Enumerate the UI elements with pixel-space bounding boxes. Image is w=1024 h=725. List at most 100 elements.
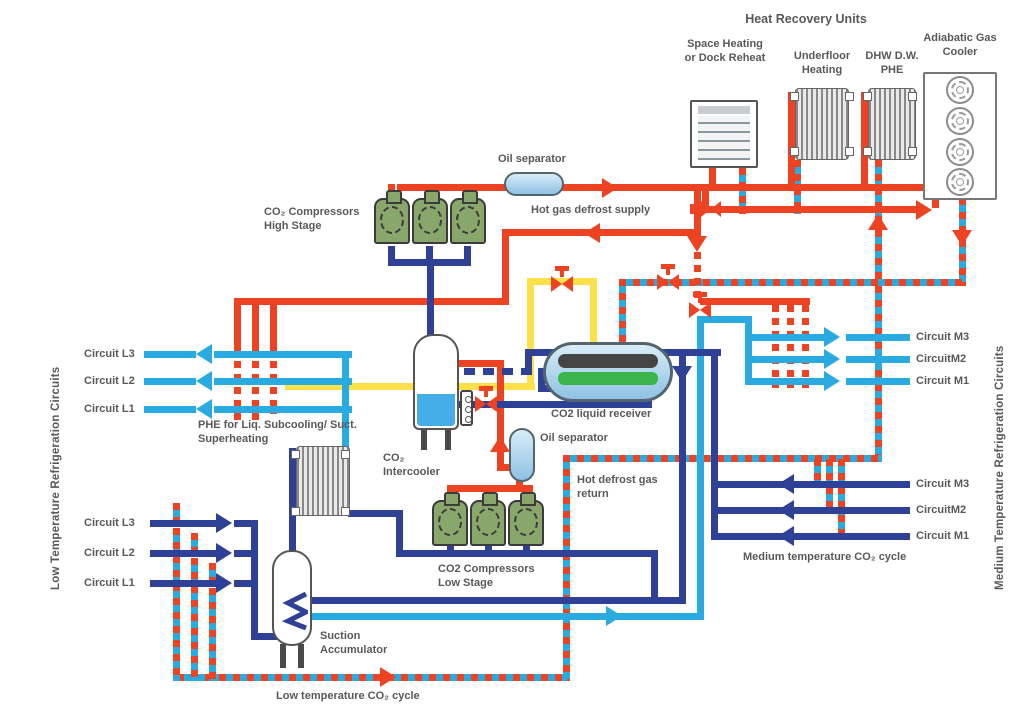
pipe-mt-supply-manifold: [745, 316, 752, 385]
pipe-ls-suction-stub: [447, 541, 454, 553]
coil-port: [790, 147, 799, 156]
flow-arrow: [380, 667, 396, 687]
label-lt-side: Low Temperature Refrigeration Circuits: [50, 366, 62, 590]
pipe-os2-link: [516, 476, 523, 488]
pipe-defrost-supply: [502, 229, 701, 236]
coil-port: [863, 147, 872, 156]
label-ls-compressors: CO2 Compressors Low Stage: [438, 563, 535, 589]
pipe-lt-return-l3: [150, 520, 218, 527]
label-mt-cycle: Medium temperature CO₂ cycle: [743, 551, 907, 563]
pipe-lt-return-l2: [234, 550, 258, 557]
ls-compressor-2: [470, 492, 506, 546]
co2-liquid-receiver: [543, 342, 673, 402]
pipe-lt-defrost-stub: [173, 503, 180, 522]
pipe-lt-return-l1: [234, 580, 258, 587]
coil-port: [341, 450, 350, 459]
flow-arrow: [216, 573, 232, 593]
pipe-intercooler-feed: [455, 401, 652, 408]
flow-arrow: [868, 214, 888, 230]
flow-arrow: [196, 344, 212, 364]
flow-arrow: [824, 327, 840, 347]
pipe-ls-suction-riser: [651, 550, 658, 603]
pipe-bypass: [285, 383, 535, 390]
pipe-lt-return-manifold: [251, 633, 277, 640]
pipe-mt-supply-feed: [700, 316, 752, 323]
pipe-defrost-drop-dashed: [694, 252, 701, 300]
valve-icon: [551, 266, 573, 292]
pipe-hs-suction: [427, 259, 434, 343]
flow-arrow: [606, 606, 622, 626]
label-circuit-m3: Circuit M3: [916, 478, 970, 490]
label-space-heating: Space Heating or Dock Reheat: [684, 38, 766, 64]
pipe-ls-suction-header: [397, 550, 658, 557]
flow-arrow: [824, 349, 840, 369]
pipe-lt-return-manifold: [251, 520, 258, 640]
vessel-leg: [298, 644, 304, 668]
suction-accumulator-vessel: [272, 550, 312, 646]
fan-icon: [946, 138, 974, 166]
flow-arrow: [778, 526, 794, 546]
pipe-heat-recovery-manifold: [700, 206, 920, 213]
pipe-underfloor-riser: [788, 92, 795, 191]
pipe-dhw-riser: [861, 92, 868, 191]
space-heating-unit: [690, 100, 758, 168]
coil-port: [845, 147, 854, 156]
pipe-lt-defrost-col: [209, 588, 216, 681]
vessel-leg: [445, 430, 451, 450]
pipe-defrost-stub: [838, 459, 845, 537]
label-circuit-l2: Circuit L2: [84, 375, 135, 387]
pipe-mt-defrost-feed: [700, 298, 810, 305]
coil-port: [291, 450, 300, 459]
underfloor-heating-coil: [795, 88, 849, 160]
flow-arrow: [216, 543, 232, 563]
pipe-lt-supply-l3: [144, 351, 196, 358]
label-mt-side: Medium Temperature Refrigeration Circuit…: [994, 345, 1006, 590]
pipe-lt-liquid-main: [305, 613, 704, 620]
label-circuit-l1: Circuit L1: [84, 577, 135, 589]
pipe-lt-defrost-stub: [191, 533, 198, 552]
pipe-os2-out: [497, 464, 515, 471]
pipe-mt-supply-m2: [846, 356, 910, 363]
pipe-hot-gas-main: [618, 184, 930, 191]
valve-icon: [475, 386, 497, 412]
coil-port: [863, 92, 872, 101]
label-underfloor: Underfloor Heating: [793, 50, 851, 76]
pipe-lt-supply-l1: [144, 406, 196, 413]
flow-arrow: [584, 223, 600, 243]
pipe-hot-defrost-return-riser: [563, 455, 570, 681]
hs-compressor-3: [450, 190, 486, 244]
co2-intercooler-vessel: [413, 334, 459, 430]
valve-icon: [657, 264, 679, 290]
pipe-defrost-stub: [814, 459, 821, 485]
pipe-defrost-return: [875, 160, 882, 462]
pipe-lt-return-l2: [150, 550, 218, 557]
level-gauge: [460, 390, 473, 426]
pipe-lt-supply-l3: [214, 351, 352, 358]
pipe-mt-return-m1: [711, 533, 910, 540]
pipe-ls-to-intercooler: [497, 363, 504, 471]
pipe-mt-supply-m1: [846, 378, 910, 385]
pipe-mt-supply-m3: [745, 334, 831, 341]
pipe-space-heating-riser: [709, 166, 716, 191]
pipe-lt-supply-l1: [214, 406, 352, 413]
pipe-link: [702, 188, 709, 210]
pipe-lt-defrost-stub: [209, 563, 216, 582]
pipe-phe-right: [396, 510, 403, 557]
pipe-ls-suction-stub: [523, 541, 530, 553]
oil-separator-high: [504, 172, 564, 196]
coil-port: [341, 507, 350, 516]
pipe-lt-defrost-feed: [252, 298, 259, 348]
flow-arrow: [916, 200, 932, 220]
flow-arrow: [216, 513, 232, 533]
label-co2-liquid-receiver: CO2 liquid receiver: [551, 408, 652, 420]
pipe-lt-defrost-feed: [270, 298, 277, 348]
pipe-hot-defrost-return: [563, 455, 882, 462]
ls-compressor-3: [508, 492, 544, 546]
pipe-mt-supply-m1: [745, 378, 831, 385]
pipe-lt-defrost-col: [173, 528, 180, 681]
flow-arrow: [824, 371, 840, 391]
pipe-mt-return-m3: [711, 481, 910, 488]
label-hot-gas-defrost-supply: Hot gas defrost supply: [531, 204, 651, 216]
label-adiabatic: Adiabatic Gas Cooler: [923, 32, 997, 58]
pipe-mt-supply-m2: [745, 356, 831, 363]
